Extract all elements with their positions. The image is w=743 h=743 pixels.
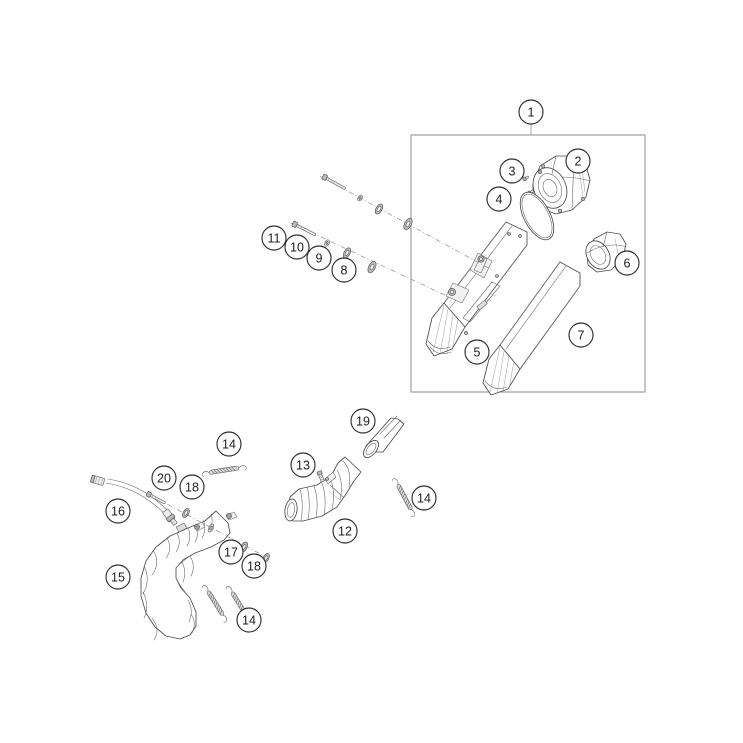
part-connecting-pipe [284,456,362,522]
rivet-head [537,170,542,175]
bolt-20 [145,491,166,505]
callout-circle[interactable] [486,186,512,212]
fastener-stack-upper [319,173,493,271]
callout-circle[interactable] [261,225,287,251]
callout-circle[interactable] [241,553,267,579]
washer-18a [182,508,190,518]
callout-circle[interactable] [331,257,357,283]
nut-8a [403,218,413,230]
callout-circle[interactable] [105,564,131,590]
leader-line-lower-stack [290,222,448,297]
fastener-stack-lower [290,220,448,297]
callout-circle[interactable] [105,498,131,524]
part-tension-spring-c [202,585,227,623]
callout-14-tension-spring[interactable]: 14 [411,485,437,511]
callout-14-tension-spring[interactable]: 14 [216,431,242,457]
callout-circle[interactable] [216,431,242,457]
callout-circle[interactable] [499,158,525,184]
callout-circle[interactable] [306,245,332,271]
callout-circle[interactable] [151,465,177,491]
callout-circle[interactable] [411,485,437,511]
callout-1-silencer-assembly[interactable]: 1 [518,99,544,125]
callout-circle[interactable] [464,339,490,365]
part-sensor-cable [90,474,178,526]
callout-circle[interactable] [565,148,591,174]
part-o-ring [519,191,555,241]
callout-16-sensor-cable[interactable]: 16 [105,498,131,524]
callout-9-washer[interactable]: 9 [306,245,332,271]
callout-circle[interactable] [614,250,640,276]
callout-11-bolt[interactable]: 11 [261,225,287,251]
callout-10-collar-bush[interactable]: 10 [284,234,310,260]
group-box-rect [410,134,646,393]
callout-circle[interactable] [179,474,205,500]
callout-20-bolt[interactable]: 20 [151,465,177,491]
callout-circle[interactable] [236,607,262,633]
rivet-head [580,197,585,202]
silencer-assembly-group [410,124,646,393]
callout-circle[interactable] [518,99,544,125]
rivet-head [557,209,562,214]
part-silencer-inner-body [425,221,528,357]
bolt-11a [321,173,346,190]
callout-4-o-ring[interactable]: 4 [486,186,512,212]
callout-6-outer-sleeve-cap[interactable]: 6 [614,250,640,276]
part-tension-spring-a [201,465,247,477]
washer-9 [343,247,351,259]
part-outer-sleeve [482,261,581,396]
callout-circle[interactable] [284,234,310,260]
part-pipe-sleeve [363,415,405,459]
callout-5-silencer-inner-body[interactable]: 5 [464,339,490,365]
callout-circle[interactable] [290,452,316,478]
leader-line-chamber-stack [147,493,269,559]
callout-15-expansion-chamber[interactable]: 15 [105,564,131,590]
collar-bush-10a [357,194,363,202]
callout-3-rivet[interactable]: 3 [499,158,525,184]
callout-circle[interactable] [332,518,358,544]
collar-bush-10 [324,239,330,247]
nut-8 [367,260,377,274]
callout-circle[interactable] [568,322,594,348]
callout-18-washer[interactable]: 18 [179,474,205,500]
callout-17-collar-bush[interactable]: 17 [218,539,244,565]
callout-7-outer-sleeve[interactable]: 7 [568,322,594,348]
callout-circle[interactable] [350,408,376,434]
part-tension-spring-b [392,478,415,517]
callout-2-end-cap[interactable]: 2 [565,148,591,174]
callout-13-clamp-bolt[interactable]: 13 [290,452,316,478]
callout-19-pipe-sleeve[interactable]: 19 [350,408,376,434]
callout-8-nut[interactable]: 8 [331,257,357,283]
callout-18-washer[interactable]: 18 [241,553,267,579]
callout-14-tension-spring[interactable]: 14 [236,607,262,633]
callout-circle[interactable] [218,539,244,565]
collar-bush-17-pass [207,523,215,533]
washer-9a [374,203,384,215]
part-expansion-chamber [140,510,238,641]
part-clamp-bolt [316,470,325,483]
callout-12-connecting-pipe[interactable]: 12 [332,518,358,544]
bolt-11 [291,220,317,237]
